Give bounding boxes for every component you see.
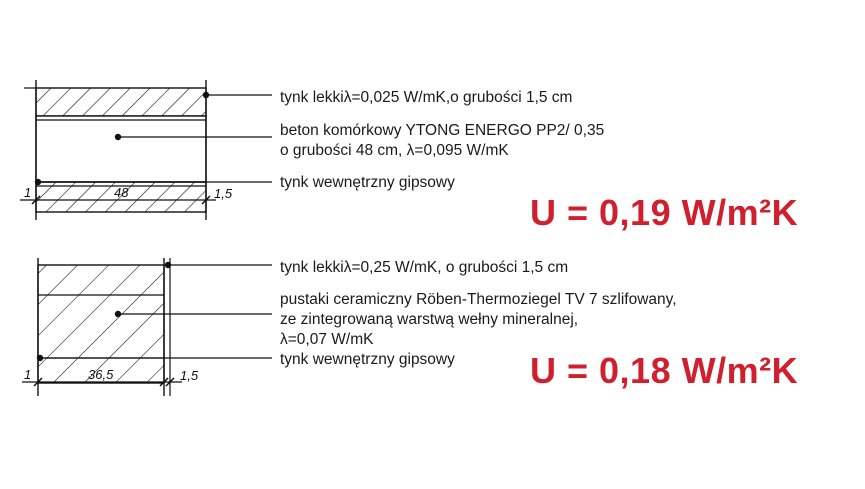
section-2-label-outer-plaster: tynk lekkiλ=0,25 W/mK, o grubości 1,5 cm bbox=[280, 259, 569, 276]
section-2-dim-left: 1 bbox=[24, 367, 31, 382]
section-2-u-value: U = 0,18 W/m²K bbox=[530, 350, 799, 391]
section-2-dim-mid: 36,5 bbox=[88, 367, 114, 382]
section-1-dim-left: 1 bbox=[24, 185, 31, 200]
section-1-dim-right: 1,5 bbox=[214, 186, 233, 201]
section-1-concrete-block bbox=[35, 115, 207, 183]
section-2-drawing: 1 36,5 1,5 bbox=[22, 258, 272, 396]
section-2-dim-right: 1,5 bbox=[180, 368, 199, 383]
section-1-outer-plaster bbox=[35, 87, 207, 117]
section-2-label-mineral-wool: ze zintegrowaną warstwą wełny mineralnej… bbox=[280, 311, 579, 328]
section-2-label-brick: pustaki ceramiczny Röben-Thermoziegel TV… bbox=[280, 291, 677, 308]
section-1-label-outer-plaster: tynk lekkiλ=0,025 W/mK,o grubości 1,5 cm bbox=[280, 89, 573, 106]
section-2-brick-block bbox=[37, 264, 165, 384]
section-1-u-value: U = 0,19 W/m²K bbox=[530, 192, 799, 233]
section-2-label-inner-plaster: tynk wewnętrzny gipsowy bbox=[280, 351, 455, 368]
section-2-label-lambda: λ=0,07 W/mK bbox=[280, 331, 374, 348]
section-1-label-concrete: beton komórkowy YTONG ENERGO PP2/ 0,35 bbox=[280, 122, 605, 139]
section-1-dim-mid: 48 bbox=[114, 185, 129, 200]
section-1-drawing: 1 48 1,5 bbox=[20, 80, 272, 220]
section-1-label-concrete-thickness: o grubości 48 cm, λ=0,095 W/mK bbox=[280, 142, 509, 159]
section-1-label-inner-plaster: tynk wewnętrzny gipsowy bbox=[280, 174, 455, 191]
